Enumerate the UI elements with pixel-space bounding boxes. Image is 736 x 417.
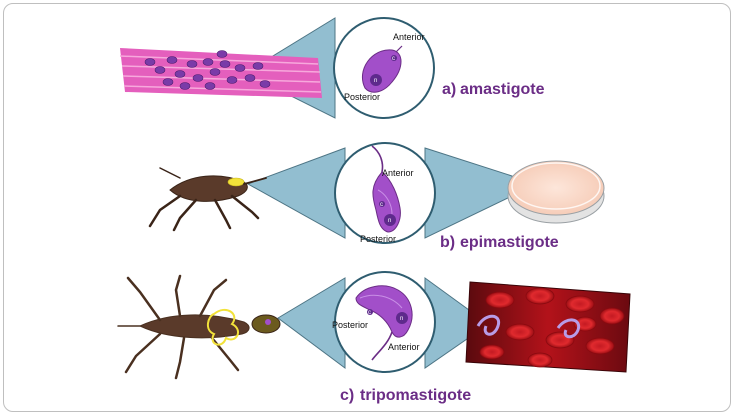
triatomine-bug-b [148,167,267,232]
zoom-cone-b-left [246,147,346,239]
kinetoplast-label-a: c [392,56,395,62]
kinetoplast-b [379,201,385,207]
row-epimastigote: n c Anterior Posterior b) epimastigote [148,142,605,251]
blood-vessel [465,281,631,373]
posterior-label-a: Posterior [344,92,380,102]
stage-letter-a: a) [442,81,456,98]
kinetoplast-label-c: c [368,310,371,316]
kinetoplast-a [391,55,397,61]
anterior-label-b: Anterior [382,168,414,178]
muscle-tissue [119,48,322,98]
nucleus-c [396,312,408,324]
nucleus-a [370,74,382,86]
posterior-label-b: Posterior [360,234,396,244]
stage-name-amastigote: amastigote [460,81,545,98]
zoom-cone-b-right [424,147,513,239]
posterior-label-c: Posterior [332,320,368,330]
triatomine-bug-c [117,274,281,380]
flagellum-c [371,331,393,361]
kinetoplast-label-b: c [380,202,383,208]
row-amastigote: n c Anterior Posterior a) amastigote [119,17,545,119]
stage-name-epimastigote: epimastigote [460,234,559,251]
stage-letter-b: b) [440,234,455,251]
nucleus-b [384,214,396,226]
petri-dish [507,160,605,224]
amastigote-cell: n c [361,45,403,93]
stage-name-tripomastigote: tripomastigote [360,387,471,404]
flagellum-b [371,145,384,173]
row-tripomastigote: n c Posterior Anterior c) tripomastigote [117,271,631,404]
nucleus-label-c: n [400,316,403,322]
kinetoplast-c [367,309,373,315]
epimastigote-cell: n c [371,145,401,233]
anterior-label-a: Anterior [393,32,425,42]
nucleus-label-b: n [388,218,391,224]
stage-letter-c: c) [340,387,354,404]
anterior-label-c: Anterior [388,342,420,352]
nucleus-label-a: n [374,78,377,84]
tripomastigote-cell: n c [355,285,413,361]
